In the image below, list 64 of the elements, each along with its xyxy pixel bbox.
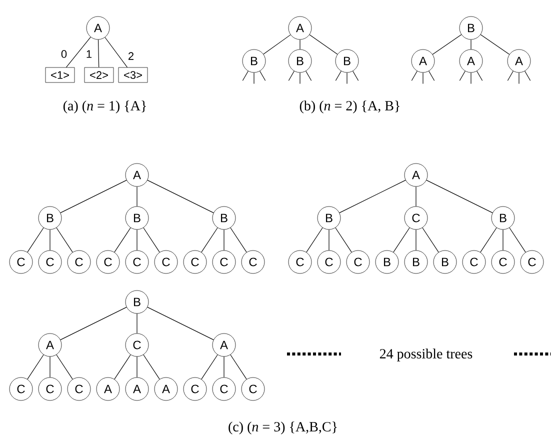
tree-edge — [143, 354, 160, 380]
tree-edge — [201, 354, 218, 380]
tree-edge — [56, 354, 73, 380]
branch-stub — [346, 72, 348, 84]
tree-edge — [263, 34, 291, 54]
tree-edge — [422, 227, 439, 253]
tree-edge — [114, 354, 131, 380]
tree-edge — [60, 306, 127, 340]
tree-edge — [328, 229, 330, 251]
leaf-box: <2> — [84, 67, 114, 83]
branch-stub — [422, 72, 424, 84]
tree-edge — [136, 229, 138, 251]
tree-edge — [509, 227, 526, 253]
edge-label: 0 — [60, 50, 68, 58]
tree-edge — [432, 34, 462, 55]
branch-stub — [518, 72, 520, 84]
tree-edge — [136, 313, 138, 334]
subfigure-caption: (b) (n = 2) {A, B} — [300, 100, 400, 114]
tree-edge — [230, 227, 247, 253]
branch-stub — [242, 70, 248, 81]
tree-edge — [393, 227, 410, 253]
tree-edge — [27, 227, 44, 253]
tree-edge — [114, 227, 131, 253]
subfigure-caption: (a) (n = 1) {A} — [63, 100, 146, 114]
branch-stub — [288, 70, 294, 81]
tree-edge — [147, 180, 214, 214]
branch-stub — [306, 70, 312, 81]
tree-edge — [27, 354, 44, 380]
branch-stub — [352, 70, 359, 81]
tree-edge — [335, 227, 352, 253]
tree-edge — [60, 180, 127, 214]
branch-stub — [524, 70, 531, 81]
tree-edge — [136, 186, 138, 207]
annotation-text: 24 possible trees — [380, 348, 472, 362]
tree-edge — [426, 180, 493, 214]
tree-edge — [143, 227, 160, 253]
branch-stub — [428, 70, 435, 81]
tree-edge — [480, 227, 497, 253]
branch-stub — [476, 70, 483, 81]
tree-edge — [56, 227, 73, 253]
tree-edge — [480, 34, 510, 55]
edge-label: 2 — [127, 52, 135, 60]
branch-stub — [507, 70, 514, 81]
branch-stub — [411, 70, 418, 81]
branch-stub — [260, 70, 266, 81]
tree-edge — [306, 227, 323, 253]
tree-edge — [502, 229, 504, 251]
leaf-box: <3> — [118, 67, 148, 83]
subfigure-caption: (c) (n = 3) {A,B,C} — [228, 422, 337, 434]
tree-edge — [339, 180, 406, 214]
tree-edge — [104, 37, 128, 68]
tree-edge — [147, 306, 214, 340]
leaf-box: <1> — [45, 67, 75, 83]
tree-edge — [66, 36, 91, 68]
branch-stub — [470, 72, 472, 84]
tree-edge — [201, 227, 218, 253]
branch-stub — [335, 70, 342, 81]
edge-label: 1 — [85, 50, 93, 58]
tree-edge — [230, 354, 247, 380]
branch-stub — [459, 70, 466, 81]
tree-edge — [136, 356, 138, 378]
tree-edge — [470, 39, 472, 50]
tree-edge — [309, 34, 338, 55]
tree-edge — [98, 39, 100, 68]
